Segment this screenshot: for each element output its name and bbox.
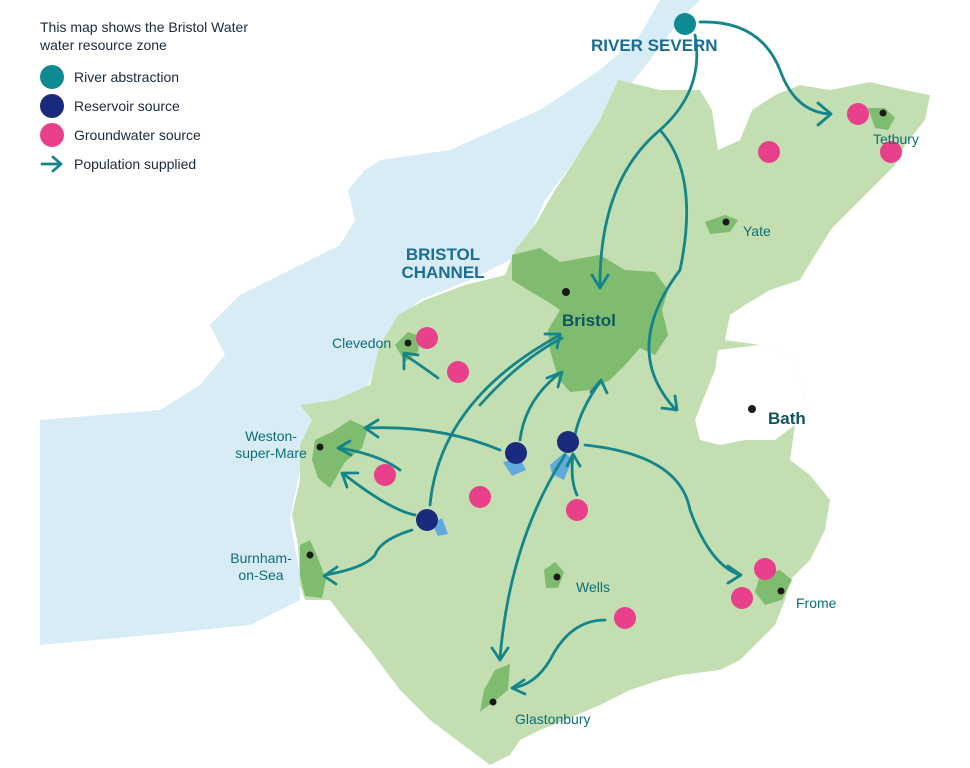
legend-title: This map shows the Bristol Water water r…: [40, 19, 248, 53]
bath-label: Bath: [768, 409, 806, 428]
pink-circle-icon: [40, 122, 64, 147]
frome-dot: [777, 587, 785, 595]
river-abstraction-sources: [674, 13, 696, 35]
groundwater-marker: [614, 607, 636, 629]
wells-label: Wells: [576, 579, 610, 595]
teal-circle-icon: [40, 64, 64, 89]
tetbury-label: Tetbury: [873, 131, 919, 147]
town-dots: [306, 109, 887, 706]
groundwater-sources: [374, 103, 902, 629]
arrow-heads: [322, 101, 833, 696]
clevedon-label: Clevedon: [332, 335, 392, 351]
bristol-channel-label: BRISTOL CHANNEL: [401, 245, 485, 282]
arrow-severn-to-tetbury: [698, 20, 832, 116]
bristol-channel-sea: [40, 0, 700, 645]
head-burnham: [322, 565, 339, 586]
reservoir-sources: [416, 431, 579, 531]
frome-label: Frome: [796, 595, 837, 611]
groundwater-marker: [754, 558, 776, 580]
yate-dot: [722, 218, 730, 226]
head-glastonbury-2: [510, 678, 527, 696]
glastonbury-dot: [489, 698, 497, 706]
legend-label: River abstraction: [74, 68, 180, 85]
wells-urban: [544, 562, 564, 588]
arrow-severn-to-bath: [647, 128, 689, 412]
reservoir-marker-blagdon: [505, 442, 527, 464]
arrow-res-to-weston-1: [338, 446, 402, 472]
arrow-res-to-bristol-west: [428, 333, 562, 507]
bristol-urban: [512, 248, 668, 392]
arrow-gw-to-glastonbury: [510, 618, 607, 690]
arrow-chew-to-glastonbury: [498, 453, 567, 660]
reservoir-marker-chew: [557, 431, 579, 453]
chevron-arrow-icon: [40, 155, 63, 172]
head-weston-top: [363, 418, 380, 439]
river-severn-label: RIVER SEVERN: [591, 36, 718, 55]
legend-label: Reservoir source: [74, 97, 180, 114]
legend-item-population-supplied: Population supplied: [40, 149, 280, 178]
arrow-blagdon-to-weston: [366, 426, 502, 452]
map-legend: This map shows the Bristol Water water r…: [40, 18, 280, 178]
head-glastonbury: [490, 646, 510, 662]
reservoir-marker-cheddar: [416, 509, 438, 531]
head-tetbury: [816, 101, 833, 127]
head-bristol-west: [543, 332, 562, 350]
glastonbury-urban: [480, 664, 510, 712]
north-notch: [700, 0, 970, 150]
legend-label: Population supplied: [74, 155, 197, 172]
urban-areas: [300, 108, 895, 712]
legend-item-river-abstraction: River abstraction: [40, 62, 280, 91]
head-bristol-mid: [545, 370, 564, 389]
bath-dot: [748, 405, 756, 413]
arrow-gw-to-chew: [570, 453, 579, 497]
weston-dot: [316, 443, 324, 451]
clevedon-dot: [404, 339, 412, 347]
groundwater-marker: [447, 361, 469, 383]
head-weston-2: [340, 471, 360, 489]
head-frome: [726, 564, 743, 585]
weston-urban: [312, 420, 368, 488]
bristol-dot: [562, 288, 570, 296]
groundwater-marker: [758, 141, 780, 163]
tetbury-dot: [879, 109, 887, 117]
arrow-chew-to-frome: [583, 443, 742, 577]
groundwater-marker: [374, 464, 396, 486]
legend-label: Groundwater source: [74, 126, 201, 143]
supply-arrows: [323, 20, 832, 690]
weston-super-mare-label: Weston-super-Mare: [235, 428, 307, 461]
burnham-on-sea-label: Burnham-on-Sea: [230, 550, 292, 583]
tetbury-urban: [868, 108, 895, 130]
arrow-res-to-clevedon: [403, 353, 440, 380]
arrow-severn-to-bristol: [598, 33, 699, 287]
head-weston-1: [336, 439, 353, 457]
groundwater-marker: [469, 486, 491, 508]
glastonbury-label: Glastonbury: [515, 711, 591, 727]
arrow-blagdon-to-bristol: [518, 371, 562, 442]
navy-circle-icon: [40, 93, 64, 118]
river-abstraction-marker: [674, 13, 696, 35]
yate-urban: [705, 215, 738, 234]
groundwater-marker: [731, 587, 753, 609]
legend-item-reservoir-source: Reservoir source: [40, 91, 280, 120]
yate-label: Yate: [743, 223, 771, 239]
arrow-mid-to-bristol: [478, 336, 564, 407]
burnham-dot: [306, 551, 314, 559]
legend-item-groundwater-source: Groundwater source: [40, 120, 280, 149]
burnham-urban: [300, 540, 326, 598]
groundwater-marker: [566, 499, 588, 521]
head-bath: [660, 394, 679, 412]
groundwater-marker: [847, 103, 869, 125]
arrow-res-to-burnham: [323, 528, 414, 577]
groundwater-marker: [416, 327, 438, 349]
head-clevedon: [402, 351, 420, 371]
head-bristol-chew: [589, 378, 609, 395]
wells-dot: [553, 573, 561, 581]
bristol-label: Bristol: [562, 311, 616, 330]
bath-area: [695, 345, 805, 445]
head-chew-up: [565, 452, 582, 468]
arrow-res-to-weston-2: [343, 473, 417, 517]
head-bristol-north: [590, 273, 610, 290]
groundwater-marker: [880, 141, 902, 163]
